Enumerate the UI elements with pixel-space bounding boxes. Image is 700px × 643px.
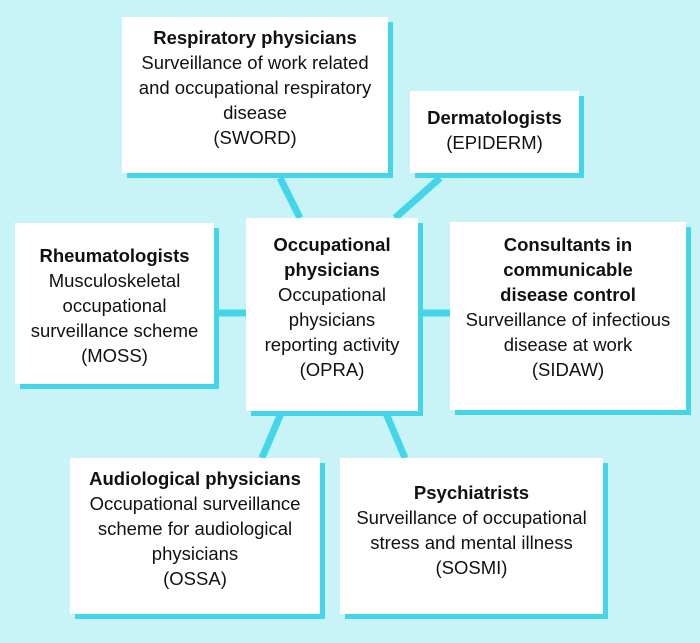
connector-center-psychiatrists bbox=[381, 409, 409, 460]
node-psychiatrists: Psychiatrists Surveillance of occupation… bbox=[340, 458, 603, 614]
respiratory-title: Respiratory physicians bbox=[153, 27, 357, 48]
audiological-desc-1: Occupational surveillance bbox=[89, 493, 301, 514]
rheumatologists-acronym: (MOSS) bbox=[81, 345, 148, 366]
rheumatologists-desc-3: surveillance scheme bbox=[30, 320, 199, 341]
respiratory-acronym: (SWORD) bbox=[213, 127, 297, 148]
occupational-title-2: physicians bbox=[284, 259, 380, 280]
occupational-acronym: (OPRA) bbox=[299, 359, 365, 380]
audiological-desc-2: scheme for audiological bbox=[97, 518, 293, 539]
connector-center-dermatologists bbox=[392, 175, 443, 221]
rheumatologists-title: Rheumatologists bbox=[39, 245, 190, 266]
consultants-acronym: (SIDAW) bbox=[531, 359, 605, 380]
psychiatrists-title: Psychiatrists bbox=[413, 482, 530, 503]
node-occupational: Occupational physicians Occupational phy… bbox=[246, 218, 418, 411]
occupational-desc-3: reporting activity bbox=[264, 334, 400, 355]
occupational-desc-1: Occupational bbox=[278, 284, 386, 305]
respiratory-desc-2: and occupational respiratory bbox=[138, 77, 372, 98]
consultants-title-3: disease control bbox=[500, 284, 636, 305]
audiological-acronym: (OSSA) bbox=[163, 568, 227, 589]
rheumatologists-desc-1: Musculoskeletal bbox=[48, 270, 181, 291]
consultants-title-1: Consultants in bbox=[503, 234, 633, 255]
node-dermatologists: Dermatologists (EPIDERM) bbox=[410, 91, 579, 173]
respiratory-desc-1: Surveillance of work related bbox=[141, 52, 369, 73]
respiratory-desc-3: disease bbox=[223, 102, 287, 123]
dermatologists-acronym: (EPIDERM) bbox=[446, 132, 543, 153]
node-consultants: Consultants in communicable disease cont… bbox=[450, 222, 686, 410]
node-rheumatologists: Rheumatologists Musculoskeletal occupati… bbox=[15, 223, 214, 384]
node-respiratory: Respiratory physicians Surveillance of w… bbox=[122, 17, 388, 173]
psychiatrists-desc-2: stress and mental illness bbox=[370, 532, 573, 553]
consultants-desc-2: disease at work bbox=[503, 334, 633, 355]
consultants-desc-1: Surveillance of infectious bbox=[465, 309, 671, 330]
psychiatrists-desc-1: Surveillance of occupational bbox=[356, 507, 587, 528]
connector-center-audiological bbox=[258, 409, 286, 460]
audiological-desc-3: physicians bbox=[151, 543, 239, 564]
node-audiological: Audiological physicians Occupational sur… bbox=[70, 458, 320, 614]
consultants-title-2: communicable bbox=[503, 259, 633, 280]
occupational-desc-2: physicians bbox=[288, 309, 376, 330]
occupational-title-1: Occupational bbox=[273, 234, 391, 255]
audiological-title: Audiological physicians bbox=[89, 468, 301, 489]
connector-center-respiratory bbox=[276, 176, 304, 220]
rheumatologists-desc-2: occupational bbox=[62, 295, 167, 316]
dermatologists-title: Dermatologists bbox=[427, 107, 562, 128]
psychiatrists-acronym: (SOSMI) bbox=[435, 557, 508, 578]
